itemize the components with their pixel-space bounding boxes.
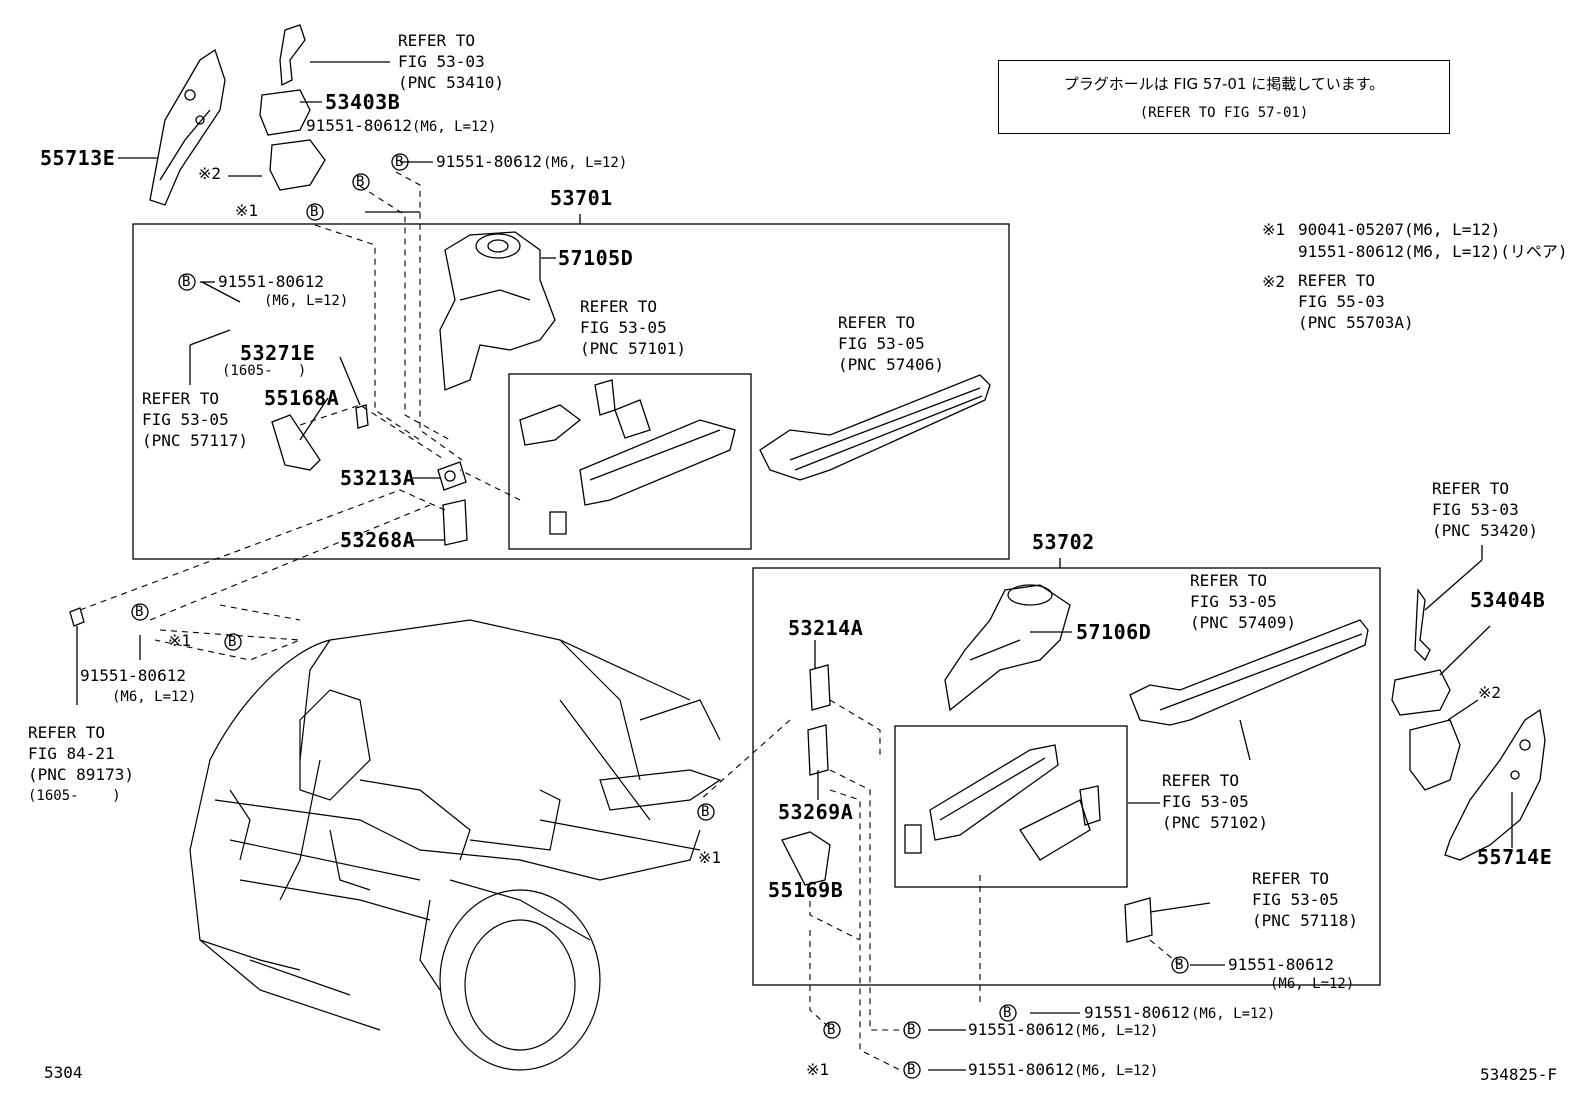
b-mark: B [228,634,237,650]
bolt-spec: (M6, L=12) [1270,976,1355,992]
b-mark: B [395,154,404,170]
ref-57409: REFER TO FIG 53-05 (PNC 57409) [1190,571,1296,632]
part-57105D: 57105D [558,246,634,270]
group-box-53701 [132,223,1010,560]
ref-53420: REFER TO FIG 53-03 (PNC 53420) [1432,479,1538,540]
ref-53410: REFER TO FIG 53-03 (PNC 53410) [398,31,504,92]
part-57118-shape [1124,897,1153,943]
b-mark: B [701,804,710,820]
part-57106D-shape [944,584,1071,712]
part-53269A-shape [807,724,829,776]
part-53213A: 53213A [340,466,416,490]
part-55714E-shape [1444,708,1546,861]
bolt-number: 91551-80612 [218,272,324,291]
b-mark: B [310,204,319,220]
part-55169B-shape [781,831,831,886]
part-57101-shapes [519,379,736,535]
part-53268A: 53268A [340,528,416,552]
vehicle-illustration [189,619,722,1071]
bolt-number: 91551-80612 [1228,955,1334,974]
part-55714E: 55714E [1477,845,1553,869]
part-53213A-shape [437,461,467,491]
ref-57102: REFER TO FIG 53-05 (PNC 57102) [1162,771,1268,832]
group-box-53702 [752,567,1381,986]
part-53271E: 53271E [240,341,316,365]
bolt-number: 91551-80612 [436,152,542,171]
bolt-spec: (M6, L=12) [264,293,349,309]
part-57409-shape [1129,619,1369,761]
part-57102-shapes [904,744,1101,861]
bolt-number: 91551-80612 [968,1060,1074,1079]
legend-star2: ※2 [1262,272,1286,291]
part-55713E-shape [149,48,226,206]
legend-star2-ref: REFER TO FIG 55-03 (PNC 55703A) [1298,271,1414,332]
star2-marker: ※2 [1478,683,1502,702]
bolt-number: 91551-80612 [306,116,412,135]
part-57106D: 57106D [1076,620,1152,644]
b-mark: B [182,274,191,290]
legend-star1-line2: 91551-80612(M6, L=12)(リペア) [1298,242,1568,261]
part-53403B: 53403B [325,90,401,114]
part-57406-shape [759,374,991,481]
bolt-number: 91551-80612 [1084,1003,1190,1022]
b-mark: B [135,604,144,620]
circle-b-markers [131,153,1189,1079]
bolt-number: 91551-80612 [80,666,186,685]
part-53214A-shape [809,664,831,711]
b-mark: B [356,174,365,190]
part-53404B-shape [1391,588,1461,791]
bolt-number: 91551-80612 [968,1020,1074,1039]
part-55169B: 55169B [768,878,844,902]
ref-57117: REFER TO FIG 53-05 (PNC 57117) [142,389,248,450]
part-53268A-shape [442,499,468,546]
group-label-53702: 53702 [1032,530,1095,554]
part-53214A: 53214A [788,616,864,640]
star1-marker: ※1 [698,848,722,867]
ref-57101: REFER TO FIG 53-05 (PNC 57101) [580,297,686,358]
part-89173-shape [69,607,85,705]
footer-left-code: 5304 [44,1063,83,1082]
part-55713E: 55713E [40,146,116,170]
b-mark: B [827,1022,836,1038]
bolt-spec: (M6, L=12) [112,689,197,705]
star2-marker: ※2 [198,164,222,183]
ref-57406: REFER TO FIG 53-05 (PNC 57406) [838,313,944,374]
ref-57118: REFER TO FIG 53-05 (PNC 57118) [1252,869,1358,930]
legend-star1-line1: 90041-05207(M6, L=12) [1298,220,1501,239]
star1-marker: ※1 [806,1060,830,1079]
part-55168A: 55168A [264,386,340,410]
part-53403B-shape [259,24,326,191]
note-line-jp: プラグホールは FIG 57-01 に掲載しています。 [1063,75,1385,93]
ref-89173-range: (1605- ) [28,788,121,804]
group-label-53701: 53701 [550,186,613,210]
legend-star1: ※1 [1262,220,1286,239]
bolt-spec: (M6, L=12) [1191,1006,1276,1022]
sub-box-57101 [508,373,752,550]
footer-right-code: 534825-F [1480,1065,1558,1084]
bolt-spec: (M6, L=12) [1074,1023,1159,1039]
bolt-spec: (M6, L=12) [543,155,628,171]
part-53271E-shape [355,404,369,429]
part-53404B: 53404B [1470,588,1546,612]
part-55168A-shape [271,414,321,471]
bolt-spec: (M6, L=12) [1074,1063,1159,1079]
part-53269A: 53269A [778,800,854,824]
star1-marker: ※1 [168,631,192,650]
ref-89173: REFER TO FIG 84-21 (PNC 89173) [28,723,134,784]
b-mark: B [907,1062,916,1078]
b-mark: B [1003,1005,1012,1021]
b-mark: B [907,1022,916,1038]
b-mark: B [1175,957,1184,973]
bolt-spec: (M6, L=12) [412,119,497,135]
part-57105D-shape [439,231,556,391]
part-53271E-range: (1605- ) [222,363,307,379]
note-line-en: (REFER TO FIG 57-01) [1139,105,1309,121]
star1-marker: ※1 [235,201,259,220]
note-box: プラグホールは FIG 57-01 に掲載しています。 (REFER TO FI… [998,60,1450,134]
sub-box-57102 [894,725,1128,888]
